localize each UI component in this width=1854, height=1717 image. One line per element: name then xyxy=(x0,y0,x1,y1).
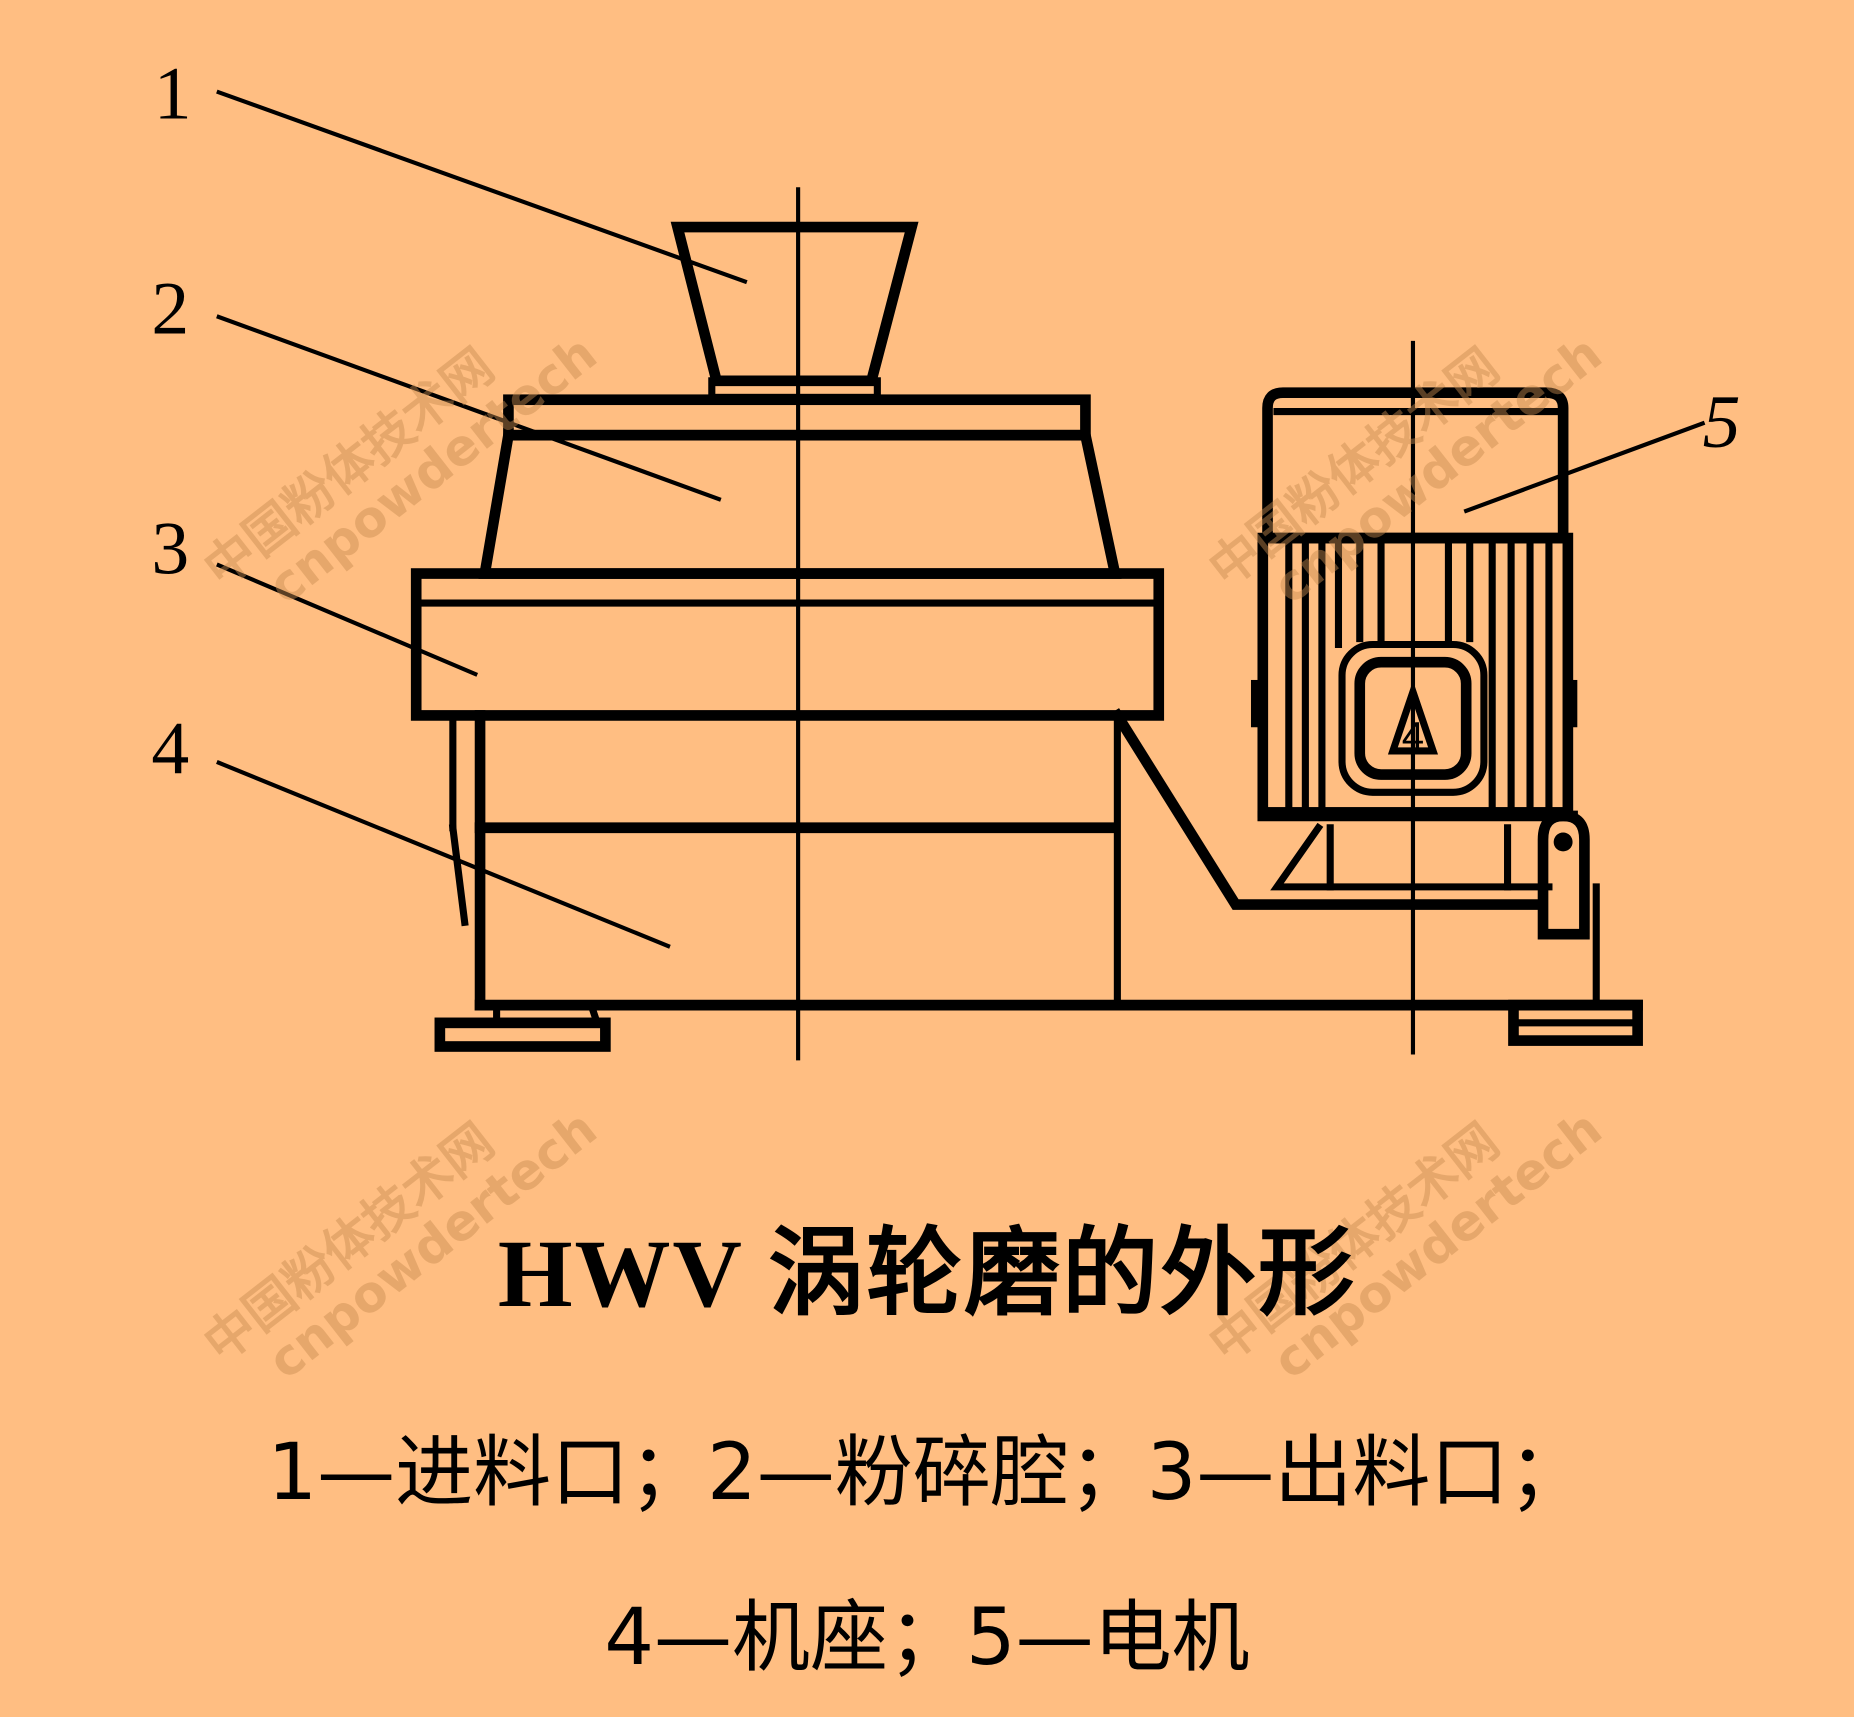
leader-lines xyxy=(216,89,1706,949)
part-label-3: 3 xyxy=(151,508,189,591)
figure-title: HWV 涡轮磨的外形 xyxy=(497,1220,1357,1327)
part-label-4: 4 xyxy=(151,707,189,790)
part-label-5: 5 xyxy=(1703,381,1741,464)
discharge-outlet xyxy=(410,568,1165,721)
leader-line-4 xyxy=(216,760,671,949)
leader-line-2 xyxy=(216,314,722,502)
feed-inlet-hopper xyxy=(670,221,919,401)
legend-line-2: 4—机座；5—电机 xyxy=(604,1593,1250,1683)
legend-line-1: 1—进料口；2—粉碎腔；3—出料口； xyxy=(267,1428,1587,1518)
part-label-2: 2 xyxy=(151,268,189,351)
motor: 4 xyxy=(1250,387,1590,940)
leader-line-3 xyxy=(216,562,479,677)
terminal-box: 4 xyxy=(1338,640,1488,796)
part-label-1: 1 xyxy=(154,52,192,135)
motor-mount xyxy=(1257,810,1590,940)
cooling-fins xyxy=(1285,540,1553,808)
motor-symbol: 4 xyxy=(1402,714,1424,759)
leader-line-1 xyxy=(216,89,748,285)
machine-base xyxy=(434,708,1643,1052)
leader-line-5 xyxy=(1463,420,1706,514)
